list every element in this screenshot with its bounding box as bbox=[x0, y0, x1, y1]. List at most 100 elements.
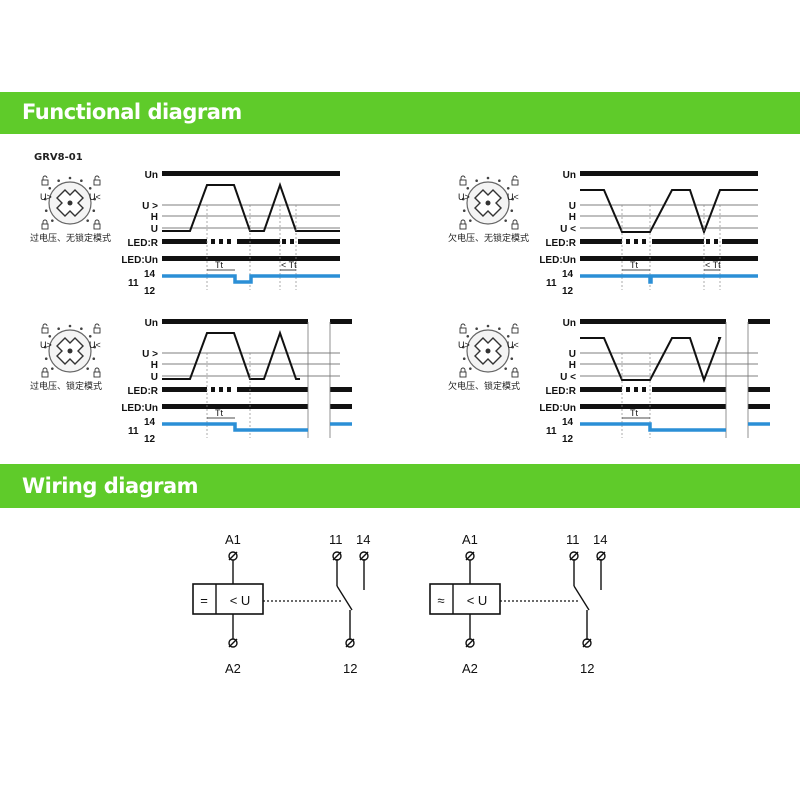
knob-tick-dot bbox=[486, 324, 490, 328]
signal-label: LED:Un bbox=[121, 403, 158, 414]
knob-tick-dot bbox=[51, 367, 54, 370]
knob-center bbox=[485, 200, 491, 206]
contact-11-label: 11 bbox=[546, 278, 557, 289]
lock-shackle bbox=[94, 219, 100, 224]
led-r-blink bbox=[642, 239, 646, 244]
lock-icon bbox=[41, 175, 49, 186]
led-r-bar bbox=[652, 239, 704, 244]
supply-un-bar bbox=[580, 319, 726, 324]
lock-body bbox=[511, 223, 519, 230]
led-r-blink bbox=[706, 239, 710, 244]
led-r-bar bbox=[162, 239, 207, 244]
signal-label: U bbox=[569, 349, 576, 360]
lock-body bbox=[41, 327, 49, 334]
knob-center bbox=[67, 200, 73, 206]
led-r-blink bbox=[282, 239, 286, 244]
lock-body bbox=[93, 179, 101, 186]
knob-tick-dot bbox=[466, 187, 470, 190]
lock-shackle bbox=[94, 323, 100, 328]
led-r-bar bbox=[237, 239, 280, 244]
knob-tick-dot bbox=[504, 367, 507, 370]
tt-label: Tt bbox=[630, 260, 638, 270]
knob-tick-dot bbox=[44, 209, 48, 213]
knob-label-over: U> bbox=[458, 192, 470, 202]
signal-label: U < bbox=[560, 224, 576, 235]
signal-label: U > bbox=[142, 201, 158, 212]
adjustment-knob-icon: U>U< bbox=[458, 323, 519, 378]
led-r-blink bbox=[714, 239, 718, 244]
panel-caption: 欠电压、无锁定模式 bbox=[448, 232, 529, 244]
terminal-screw-icon bbox=[332, 551, 342, 561]
signal-label: Un bbox=[563, 170, 576, 181]
lock-icon bbox=[459, 219, 467, 230]
signal-label: H bbox=[151, 360, 158, 371]
terminal-slash bbox=[596, 551, 606, 561]
knob-center bbox=[67, 348, 73, 354]
voltage-curve bbox=[162, 181, 340, 232]
knob-tick-dot bbox=[68, 324, 72, 328]
knob-tick-dot bbox=[93, 345, 96, 349]
knob-tick-dot bbox=[511, 345, 514, 349]
voltage-curve bbox=[580, 189, 758, 235]
knob-label-under: U< bbox=[89, 192, 101, 202]
knob-tick-dot bbox=[48, 335, 52, 338]
terminal-screw-icon bbox=[596, 551, 606, 561]
terminal-a2-label: A2 bbox=[462, 661, 478, 676]
terminal-slash bbox=[228, 551, 238, 561]
contact-11-label: 11 bbox=[128, 278, 139, 289]
knob-tick-dot bbox=[51, 219, 54, 222]
contact-12-label: 12 bbox=[144, 286, 156, 297]
lock-icon bbox=[41, 367, 49, 378]
lock-body bbox=[459, 223, 467, 230]
signal-label: Un bbox=[563, 318, 576, 329]
terminal-11-label: 11 bbox=[566, 532, 580, 547]
signal-label: LED:R bbox=[127, 238, 158, 249]
terminal-screw-icon bbox=[345, 638, 355, 648]
knob-tick-dot bbox=[44, 345, 47, 349]
knob-tick-dot bbox=[57, 179, 60, 183]
tt-label: Tt bbox=[630, 408, 638, 418]
signal-label: Un bbox=[145, 318, 158, 329]
knob-label-under: U< bbox=[507, 340, 519, 350]
led-r-blink bbox=[227, 387, 231, 392]
signal-label: LED:R bbox=[545, 386, 576, 397]
led-r-blink bbox=[211, 387, 215, 392]
supply-un-bar bbox=[748, 319, 770, 324]
terminal-slash bbox=[359, 551, 369, 561]
signal-label: U bbox=[151, 224, 158, 235]
knob-tick-dot bbox=[92, 357, 96, 361]
knob-tick-dot bbox=[57, 327, 60, 331]
relay-output-line bbox=[162, 274, 340, 284]
lock-body bbox=[41, 223, 49, 230]
terminal-a2-label: A2 bbox=[225, 661, 241, 676]
voltage-curve bbox=[162, 329, 300, 380]
terminal-screw-icon bbox=[359, 551, 369, 561]
relay-output-line bbox=[580, 274, 758, 284]
relay-coil-box bbox=[192, 583, 264, 615]
terminal-slash bbox=[569, 551, 579, 561]
switch-blade bbox=[573, 585, 590, 611]
led-un-bar bbox=[330, 404, 352, 409]
lock-shackle bbox=[42, 219, 48, 224]
signal-label: H bbox=[569, 212, 576, 223]
led-un-bar bbox=[162, 404, 308, 409]
knob-tick-dot bbox=[93, 197, 96, 201]
contact-12-label: 12 bbox=[144, 434, 156, 445]
terminal-slash bbox=[465, 638, 475, 648]
knob-tick-dot bbox=[462, 197, 465, 201]
led-r-bar bbox=[298, 239, 340, 244]
terminal-slash bbox=[228, 638, 238, 648]
lock-icon bbox=[459, 175, 467, 186]
signal-label: U < bbox=[560, 372, 576, 383]
knob-tick-dot bbox=[469, 219, 472, 222]
knob-tick-dot bbox=[486, 176, 490, 180]
led-r-blink bbox=[227, 239, 231, 244]
contact-11-label: 11 bbox=[128, 426, 139, 437]
knob-label-over: U> bbox=[40, 340, 52, 350]
knob-tick-dot bbox=[44, 357, 48, 361]
knob-tick-dot bbox=[48, 187, 52, 190]
signal-label: U bbox=[569, 201, 576, 212]
contact-14-label: 14 bbox=[562, 417, 574, 428]
